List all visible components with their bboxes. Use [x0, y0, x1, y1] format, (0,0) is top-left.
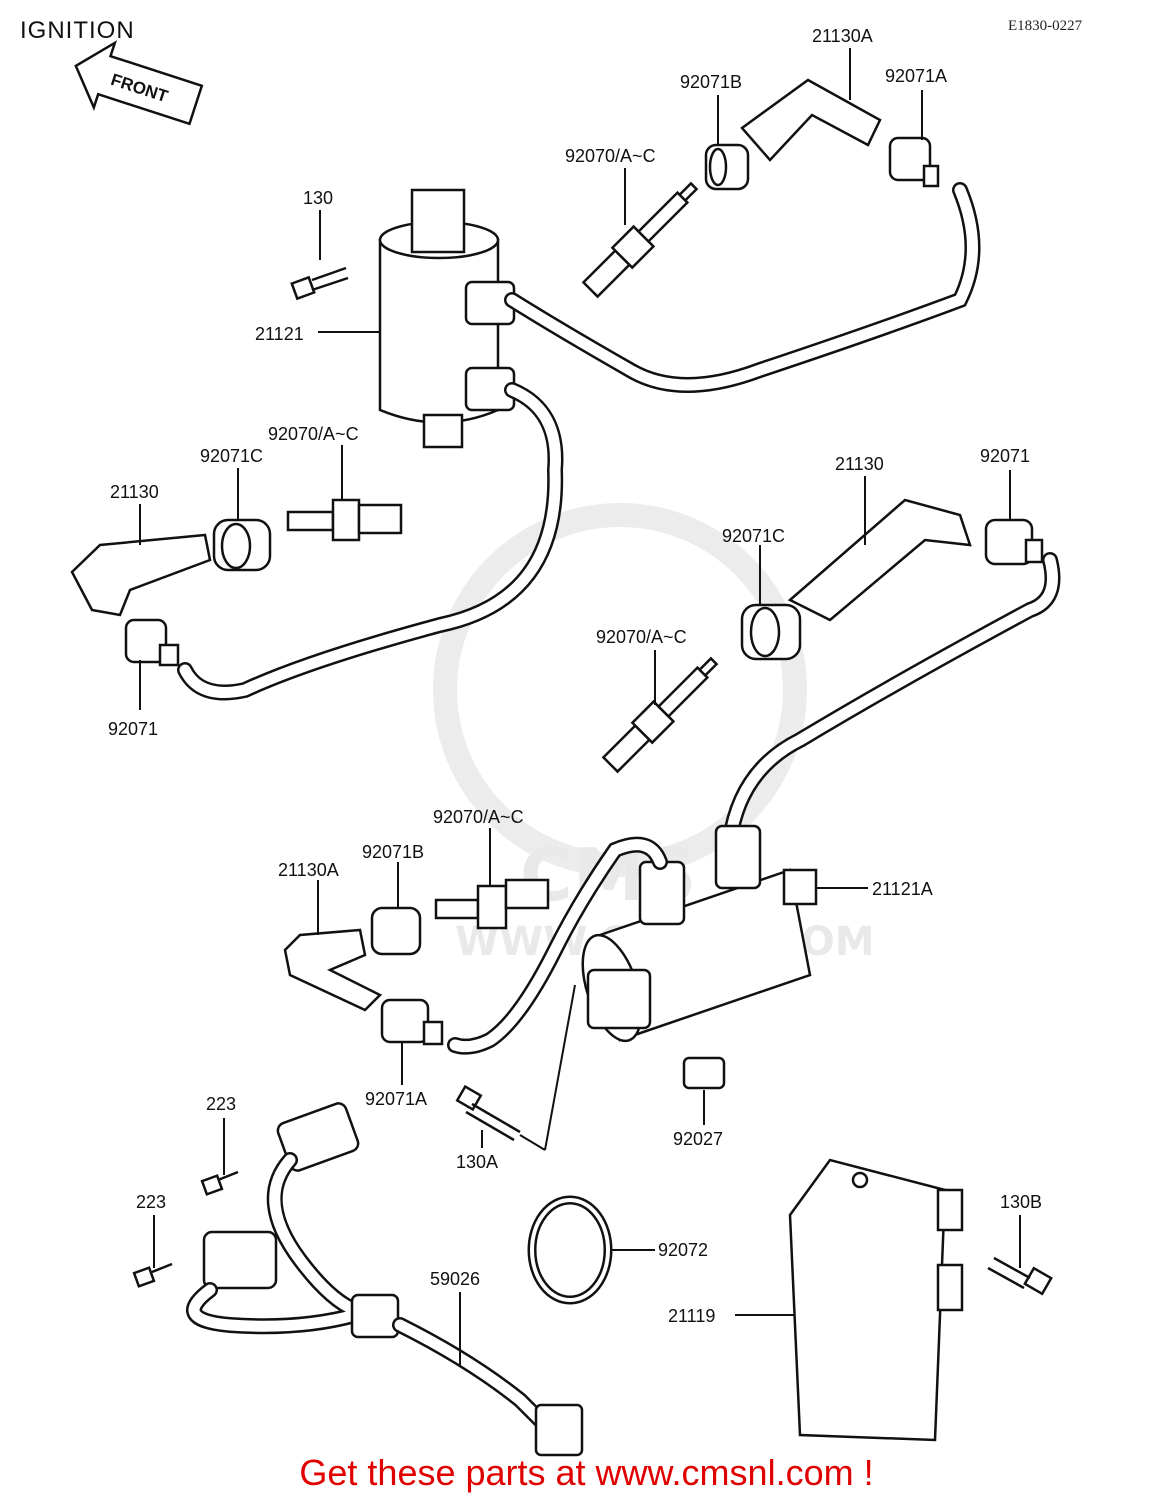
callout-21130-left: 21130	[110, 482, 159, 502]
callout-21130-right: 21130	[835, 454, 884, 474]
callout-21121A: 21121A	[872, 879, 933, 899]
cap-92071C-right	[740, 603, 802, 661]
bolt-130A	[455, 1084, 521, 1142]
callout-92071-left: 92071	[108, 719, 158, 739]
screw-223-a	[200, 1170, 239, 1196]
hightension-wire-top	[504, 182, 981, 393]
cap-92071A-top	[888, 136, 940, 188]
cap-92071B-mid	[370, 906, 422, 956]
callout-92071B-top: 92071B	[680, 72, 742, 92]
callout-92070-left: 92070/A~C	[268, 424, 359, 444]
page-title: IGNITION	[20, 17, 135, 44]
callout-130A: 130A	[456, 1152, 498, 1172]
cap-92071A-mid	[380, 998, 444, 1046]
spark-plug-left	[286, 498, 403, 542]
diagram-code: E1830-0227	[1008, 18, 1083, 34]
igniter-21119	[788, 1158, 964, 1442]
ignition-coil-21121	[378, 188, 516, 449]
callouts: 21130A 92071B 92071A 92070/A~C 130 21121…	[108, 26, 1042, 1326]
clamp-92072	[527, 1195, 613, 1305]
plug-boot-21130-right	[787, 498, 972, 622]
plug-boot-21130A-top	[740, 78, 882, 162]
callout-223-b: 223	[136, 1192, 166, 1212]
cap-92071B-top	[704, 143, 750, 191]
callout-21121: 21121	[255, 324, 304, 344]
spark-plug-right	[601, 656, 719, 774]
callout-130: 130	[303, 188, 333, 208]
bolt-130	[290, 266, 349, 301]
leader-lines	[139, 48, 1021, 1365]
callout-92071C-right: 92071C	[722, 526, 785, 546]
cap-92071-left	[124, 618, 180, 667]
callout-92070-top: 92070/A~C	[565, 146, 656, 166]
cap-92071-right	[984, 518, 1044, 566]
callout-21130A-top: 21130A	[812, 26, 873, 46]
callout-92071C-left: 92071C	[200, 446, 263, 466]
callout-223-a: 223	[206, 1094, 236, 1114]
callout-92070-right: 92070/A~C	[596, 627, 687, 647]
callout-21130A-mid: 21130A	[278, 860, 339, 880]
cap-92071C-left	[212, 518, 272, 572]
callout-92070-mid: 92070/A~C	[433, 807, 524, 827]
harness-connector	[534, 1403, 584, 1457]
callout-130B: 130B	[1000, 1192, 1042, 1212]
screw-223-b	[132, 1262, 173, 1288]
plug-boot-21130A-mid	[283, 928, 383, 1012]
wire-junction	[350, 1293, 400, 1339]
pickup-coil-lower	[202, 1230, 278, 1290]
bolt-130B	[987, 1256, 1053, 1296]
plug-boot-21130-left	[70, 533, 212, 617]
pickup-coil-upper	[276, 1102, 360, 1172]
callout-92071B-mid: 92071B	[362, 842, 424, 862]
callout-92071-right: 92071	[980, 446, 1030, 466]
front-arrow-icon: FRONT	[74, 40, 204, 126]
spark-plug-mid	[434, 878, 550, 930]
cap-92027	[682, 1056, 726, 1090]
callout-92072: 92072	[658, 1240, 708, 1260]
spark-plug-top	[581, 181, 699, 299]
callout-21119: 21119	[668, 1306, 715, 1326]
callout-92071A-mid: 92071A	[365, 1089, 427, 1109]
footer-link[interactable]: Get these parts at www.cmsnl.com !	[299, 1452, 874, 1493]
callout-59026: 59026	[430, 1269, 480, 1289]
ignition-coil-21121A	[581, 824, 818, 1043]
callout-92027: 92027	[673, 1129, 723, 1149]
callout-92071A-top: 92071A	[885, 66, 947, 86]
